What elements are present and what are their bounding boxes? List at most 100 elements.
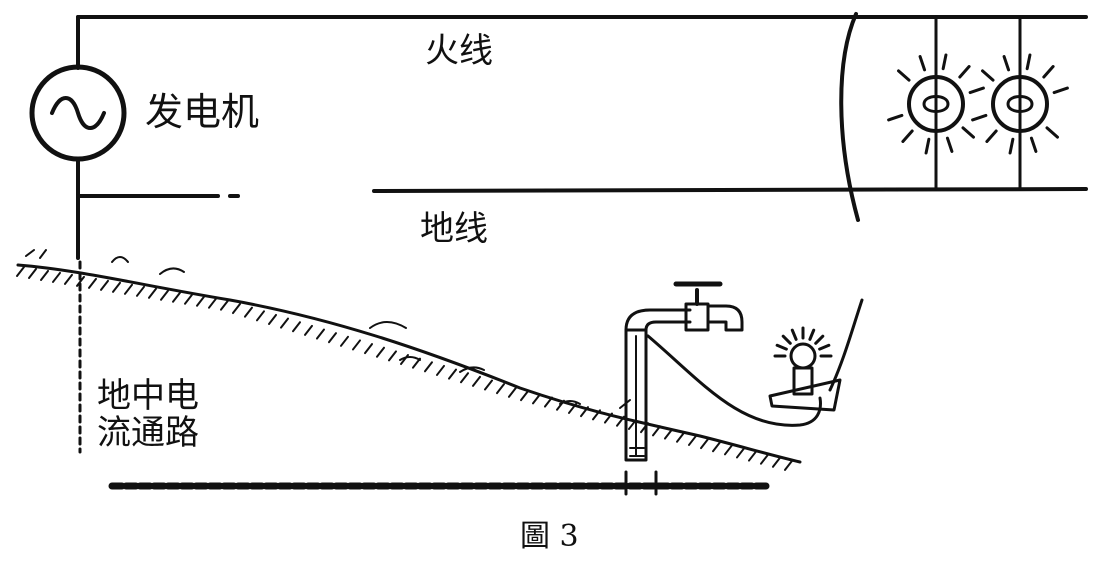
light-ray <box>1029 136 1038 153</box>
bulb-left <box>907 75 965 133</box>
ground-hatch <box>268 313 277 325</box>
bulb-bank <box>887 15 1069 191</box>
light-ray <box>790 328 798 341</box>
ground-hatch <box>52 271 61 283</box>
ground-hatch <box>724 444 733 456</box>
ground-hatch <box>172 291 181 303</box>
return-wire <box>839 12 860 222</box>
ground-hatch <box>124 283 133 295</box>
light-ray <box>968 86 985 95</box>
ground-hatch <box>364 343 373 355</box>
ground-hatch <box>196 295 205 307</box>
ground-hatch <box>772 456 781 468</box>
ground-hatch <box>208 297 217 309</box>
ground-hatch <box>712 441 721 453</box>
figure-caption: 圖 3 <box>520 519 579 554</box>
light-ray <box>941 53 948 71</box>
light-ray <box>981 69 995 82</box>
ground-hatch <box>376 346 385 358</box>
light-ray <box>958 65 971 79</box>
water-pipe <box>624 308 692 462</box>
portable-lamp <box>768 326 842 412</box>
ground-hatch <box>292 321 301 333</box>
generator-symbol <box>29 64 127 162</box>
light-ray <box>781 334 792 345</box>
light-ray <box>1025 53 1032 71</box>
ground-hatch <box>232 303 241 315</box>
faucet-icon <box>673 281 744 332</box>
ground-hatch <box>700 438 709 450</box>
live-wire-label: 火线 <box>425 31 493 71</box>
light-ray <box>1008 137 1015 155</box>
ground-hatch <box>280 317 289 329</box>
light-ray <box>901 129 914 143</box>
ground-hatch <box>472 375 481 387</box>
bulb-right <box>991 75 1049 133</box>
light-ray <box>971 113 988 122</box>
ground-wire-label: 地线 <box>420 209 488 249</box>
light-bulb-icon <box>789 342 817 370</box>
ground-hatch <box>388 350 397 362</box>
ground-hatch <box>460 372 469 384</box>
light-ray <box>814 334 825 345</box>
ground-hatch <box>508 386 517 398</box>
ground-hatch <box>100 279 109 291</box>
ground-hatch <box>760 453 769 465</box>
ground-hatch <box>76 275 85 287</box>
ground-hatch <box>88 277 97 289</box>
earth-path-label-line1: 地中电 <box>97 376 199 416</box>
ground-hatch <box>592 409 601 421</box>
ground-hatch <box>304 324 313 336</box>
light-ray <box>924 137 931 155</box>
ground-hatch <box>424 361 433 373</box>
ground-hatch <box>736 447 745 459</box>
light-ray <box>887 113 904 122</box>
ground-hatch <box>748 450 757 462</box>
ground-hatch <box>784 459 793 471</box>
ground-hatch <box>160 289 169 301</box>
light-ray <box>961 126 975 139</box>
ground-hatch <box>40 269 49 281</box>
ground-hatch <box>340 335 349 347</box>
ground-hatch <box>544 396 553 408</box>
ground-hatch <box>676 431 685 443</box>
light-ray <box>818 343 831 351</box>
light-ray <box>985 129 998 143</box>
light-ray <box>808 328 816 341</box>
ground-hatch <box>28 267 37 279</box>
light-ray <box>1052 86 1069 95</box>
ground-hatch <box>256 310 265 322</box>
ac-sine-icon <box>50 96 106 130</box>
ground-hatch <box>496 383 505 395</box>
light-ray <box>1045 126 1059 139</box>
light-ray <box>1002 55 1011 72</box>
ground-hatch <box>520 390 529 402</box>
ground-hatch <box>664 428 673 440</box>
ground-hatch <box>16 265 25 277</box>
ground-hatch <box>436 364 445 376</box>
lamp-wire <box>646 334 822 427</box>
ground-hatch <box>532 393 541 405</box>
ground-wire <box>76 158 1088 260</box>
ground-hatch <box>604 412 613 424</box>
light-ray <box>945 136 954 153</box>
ground-hatch <box>628 418 637 430</box>
ground-surface <box>16 249 802 471</box>
ground-hatch <box>352 339 361 351</box>
light-ray <box>775 343 788 351</box>
ground-hatch <box>148 287 157 299</box>
ground-hatch <box>568 402 577 414</box>
light-ray <box>897 69 911 82</box>
earth-path-label-line2: 流通路 <box>97 413 199 453</box>
ground-hatch <box>244 306 253 318</box>
ground-hatch <box>652 425 661 437</box>
ground-hatch <box>64 273 73 285</box>
ground-hatch <box>448 368 457 380</box>
ground-hatch <box>184 293 193 305</box>
light-ray <box>918 55 927 72</box>
ground-hatch <box>328 332 337 344</box>
live-wire <box>76 15 1088 70</box>
light-ray <box>1042 65 1055 79</box>
ground-hatch <box>688 434 697 446</box>
